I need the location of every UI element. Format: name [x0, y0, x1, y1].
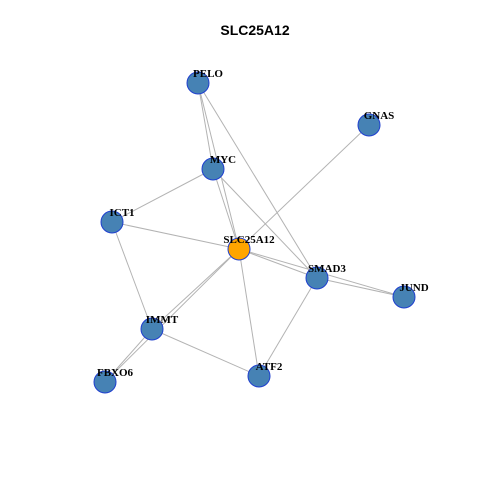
edge-pelo-myc	[197, 82, 214, 170]
diagram-title: SLC25A12	[220, 22, 289, 38]
edge-smad3-atf2	[258, 277, 318, 377]
edge-slc25a12-smad3	[238, 248, 318, 279]
node-myc: MYC	[201, 154, 236, 181]
edge-myc-smad3	[212, 168, 318, 279]
node-smad3: SMAD3	[305, 263, 346, 290]
node-label-smad3: SMAD3	[308, 263, 346, 275]
node-circle-immt	[140, 317, 164, 341]
node-label-immt: IMMT	[146, 314, 179, 326]
edge-myc-ict1	[111, 168, 214, 223]
node-circle-ict1	[100, 210, 124, 234]
node-ict1: ICT1	[100, 207, 135, 234]
edge-layer	[104, 82, 405, 383]
node-label-myc: MYC	[210, 154, 236, 166]
node-slc25a12: SLC25A12	[223, 234, 275, 261]
node-label-atf2: ATF2	[256, 361, 283, 373]
node-circle-pelo	[186, 71, 210, 95]
node-label-jund: JUND	[399, 282, 428, 294]
node-circle-smad3	[305, 266, 329, 290]
node-pelo: PELO	[186, 68, 223, 95]
edge-immt-atf2	[151, 328, 260, 377]
edge-slc25a12-immt	[151, 248, 240, 330]
node-circle-atf2	[247, 364, 271, 388]
edge-pelo-smad3	[197, 82, 318, 279]
node-label-gnas: GNAS	[364, 110, 395, 122]
node-circle-jund	[392, 285, 416, 309]
node-fbxo6: FBXO6	[93, 367, 134, 394]
node-jund: JUND	[392, 282, 429, 309]
edge-immt-fbxo6	[104, 328, 153, 383]
node-label-pelo: PELO	[193, 68, 223, 80]
edge-ict1-immt	[111, 221, 153, 330]
node-label-slc25a12: SLC25A12	[223, 234, 275, 246]
node-gnas: GNAS	[357, 110, 395, 137]
node-atf2: ATF2	[247, 361, 283, 388]
edge-gnas-slc25a12	[238, 124, 370, 250]
node-circle-slc25a12	[227, 237, 251, 261]
edge-slc25a12-fbxo6	[104, 248, 240, 383]
edge-smad3-jund	[316, 277, 405, 298]
node-circle-gnas	[357, 113, 381, 137]
node-circle-myc	[201, 157, 225, 181]
node-label-ict1: ICT1	[109, 207, 134, 219]
node-immt: IMMT	[140, 314, 179, 341]
edge-slc25a12-atf2	[238, 248, 260, 377]
edge-ict1-slc25a12	[111, 221, 240, 250]
edge-myc-slc25a12	[212, 168, 240, 250]
node-circle-fbxo6	[93, 370, 117, 394]
node-label-fbxo6: FBXO6	[97, 367, 134, 379]
